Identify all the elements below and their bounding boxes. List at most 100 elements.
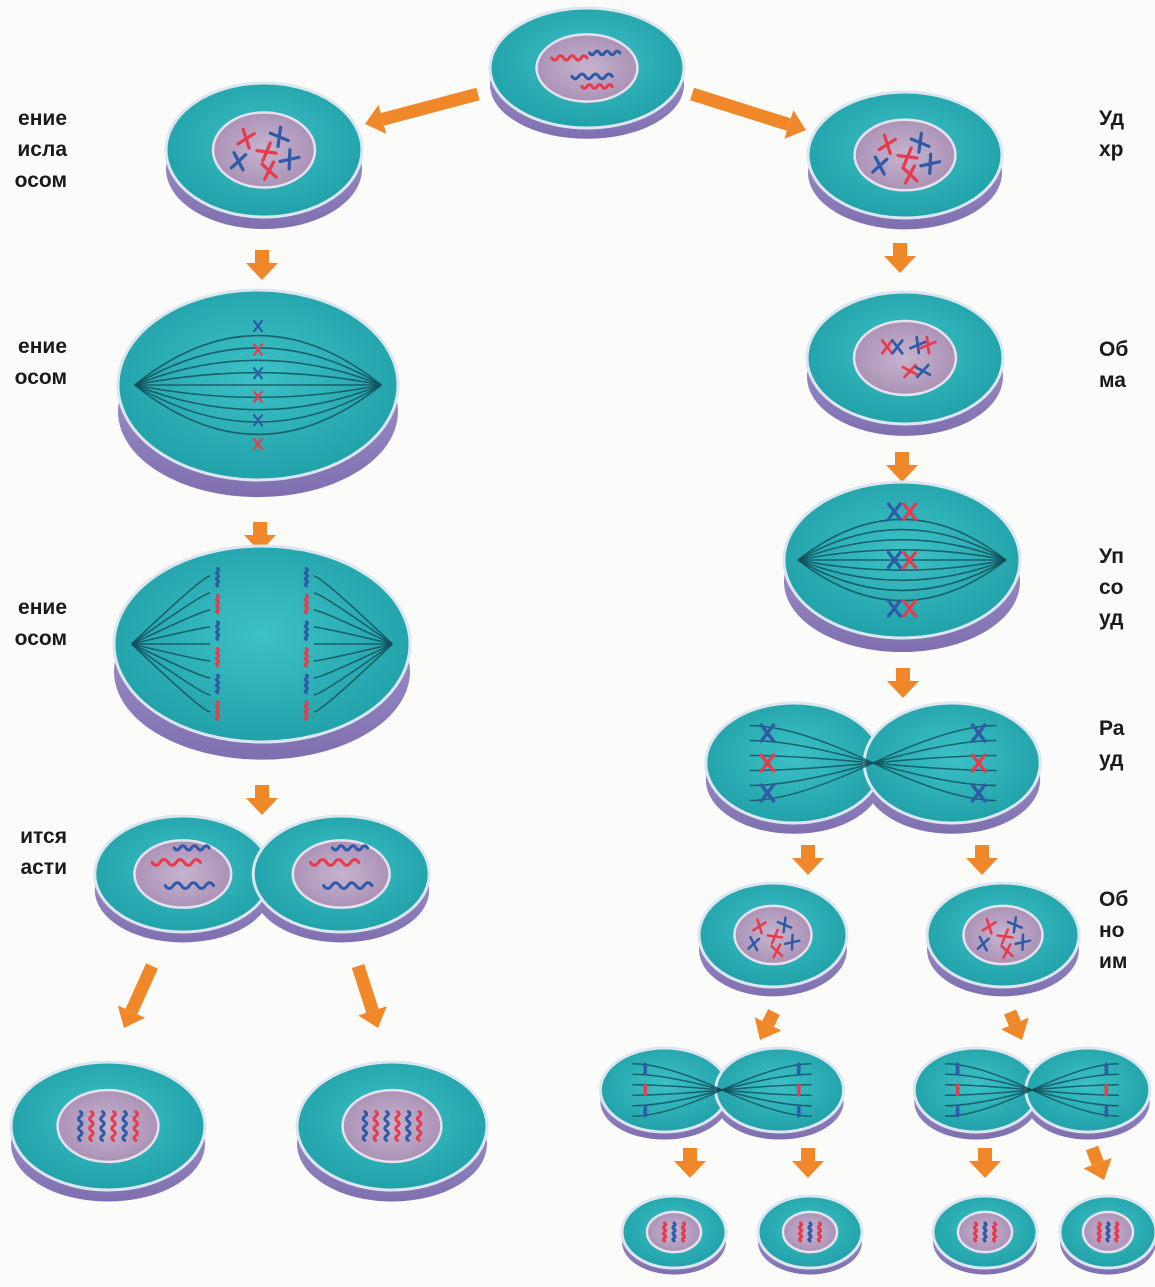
chromatin-strand <box>217 622 219 640</box>
chromatin-strand <box>590 51 620 55</box>
arrow-head <box>246 798 278 815</box>
nucleus <box>343 1090 442 1162</box>
nucleus <box>134 840 231 907</box>
nucleus <box>854 321 956 395</box>
arrow-shaft <box>692 94 789 125</box>
mitosis-arrow-3 <box>246 785 278 815</box>
nucleus <box>537 34 638 101</box>
arrow-to-mitosis <box>365 94 478 134</box>
mitosis-prophase-cell <box>166 83 362 229</box>
mitosis-arrow-4 <box>118 966 152 1028</box>
chromatin-strand <box>134 1112 137 1141</box>
chromatin-strand <box>374 1112 377 1141</box>
arrow-shaft <box>896 668 910 682</box>
arrow-shaft <box>1010 1012 1015 1023</box>
left-label-4-line-1: ится <box>20 821 67 852</box>
left-label-2-line-2: осом <box>15 362 67 393</box>
chromatin-strand <box>305 622 307 640</box>
chromatin-strand <box>305 675 307 693</box>
meiosis-arrow-5 <box>966 845 998 875</box>
chromatin-strand <box>552 56 587 60</box>
arrow-shaft <box>255 250 269 264</box>
chromatin-strand <box>645 1106 646 1116</box>
chromatin-strand <box>1106 1085 1107 1095</box>
chromatin-strand <box>984 1223 986 1241</box>
arrow-shaft <box>253 522 267 536</box>
mitosis-telophase-cell <box>95 816 429 942</box>
meiosis-arrow-10 <box>969 1148 1001 1178</box>
right-label-2-line-2: ма <box>1099 365 1128 396</box>
meiosis-arrow-2 <box>886 452 918 482</box>
mitosis-arrow-1 <box>246 250 278 280</box>
right-label-2: Об ма <box>1099 334 1128 396</box>
left-label-1-line-2: исла <box>15 134 67 165</box>
mitosis-metaphase-cell <box>118 290 398 497</box>
chromatin-strand <box>957 1106 958 1116</box>
arrow-head <box>887 681 919 698</box>
chromatin-strand <box>993 1223 995 1241</box>
chromatin-strand <box>174 846 209 850</box>
meiosis-ii-dividing-cell-2 <box>914 1048 1150 1140</box>
meiosis-arrow-4 <box>792 845 824 875</box>
left-label-2: ение осом <box>15 331 67 393</box>
cell-cytoplasm <box>600 1048 728 1132</box>
left-label-4-line-2: асти <box>20 852 67 883</box>
right-label-3-line-3: уд <box>1099 603 1124 634</box>
chromatin-strand <box>1107 1223 1109 1241</box>
meiosis-anaphase-cell <box>706 703 1040 834</box>
chromatin-strand <box>1116 1223 1118 1241</box>
chromatin-strand <box>385 1112 388 1141</box>
chromatin-strand <box>123 1112 126 1141</box>
chromatin-strand <box>305 595 307 613</box>
cell-cytoplasm <box>716 1048 844 1132</box>
meiosis-interphase-cell <box>808 92 1002 229</box>
chromatin-strand <box>217 702 219 720</box>
left-label-3-line-1: ение <box>15 592 67 623</box>
left-label-2-line-1: ение <box>15 331 67 362</box>
gamete-cell-2 <box>758 1196 862 1274</box>
arrow-head <box>966 858 998 875</box>
arrow-shaft <box>255 785 269 799</box>
meiosis-prophase-cell <box>807 292 1003 436</box>
cell-cytoplasm <box>914 1048 1038 1132</box>
right-label-1-line-2: хр <box>1099 134 1124 165</box>
arrow-head <box>884 256 916 273</box>
chromatin-strand <box>798 1085 799 1095</box>
left-label-1: ение исла осом <box>15 103 67 196</box>
arrow-head <box>792 1161 824 1178</box>
left-label-3-line-2: осом <box>15 623 67 654</box>
chromatin-strand <box>396 1112 399 1141</box>
chromatin-strand <box>799 1223 801 1241</box>
right-label-3-line-1: Уп <box>1099 541 1124 572</box>
meiosis-ii-dividing-cell-1 <box>600 1048 843 1140</box>
mitosis-daughter-cell-2 <box>297 1062 487 1202</box>
chromatin-strand <box>90 1112 93 1141</box>
chromatin-strand <box>798 1106 799 1116</box>
cell-cytoplasm <box>864 703 1040 823</box>
arrow-shaft <box>683 1148 697 1162</box>
chromatin-strand <box>112 1112 115 1141</box>
arrow-head <box>792 858 824 875</box>
arrow-shaft <box>382 94 478 119</box>
right-label-3-line-2: со <box>1099 572 1124 603</box>
arrow-shaft <box>1092 1148 1098 1163</box>
mitosis-arrow-5 <box>358 966 387 1028</box>
gamete-cell-4 <box>1060 1196 1155 1274</box>
arrow-head <box>246 263 278 280</box>
arrow-head <box>886 465 918 482</box>
chromatin-strand <box>217 595 219 613</box>
arrow-shaft <box>978 1148 992 1162</box>
arrow-to-meiosis <box>692 94 806 139</box>
left-label-3: ение осом <box>15 592 67 654</box>
chromatin-strand <box>305 569 307 587</box>
cell-cytoplasm <box>1026 1048 1150 1132</box>
chromatin-strand <box>305 702 307 720</box>
nucleus <box>58 1090 159 1162</box>
meiosis-arrow-1 <box>884 243 916 273</box>
gamete-cell-3 <box>933 1196 1037 1274</box>
chromatin-strand <box>645 1064 646 1074</box>
chromatin-strand <box>101 1112 104 1141</box>
right-label-5-line-1: Об <box>1099 884 1128 915</box>
